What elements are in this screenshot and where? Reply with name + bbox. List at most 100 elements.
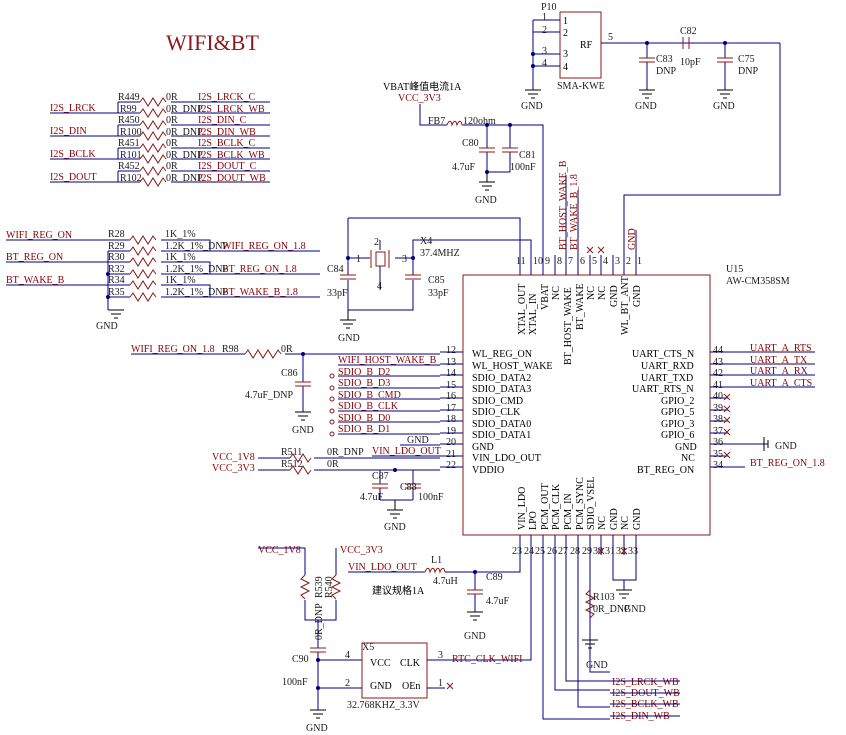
svg-text:100nF: 100nF	[510, 162, 536, 173]
u15-left-connections: WIFI_REG_ON_1.8 R98 0R C86 4.7uF_DNP GND…	[131, 344, 444, 533]
vbat-filter: VBAT峰值电流1A VCC_3V3 FB7 120ohm C80 4.7uF …	[383, 80, 544, 255]
svg-text:C75: C75	[738, 54, 755, 65]
svg-text:40: 40	[713, 391, 723, 402]
svg-text:RTC_CLK_WIFI: RTC_CLK_WIFI	[452, 654, 523, 665]
svg-text:WIFI_HOST_WAKE_B: WIFI_HOST_WAKE_B	[338, 355, 437, 366]
svg-text:NC: NC	[681, 453, 695, 464]
svg-text:13: 13	[446, 357, 456, 368]
svg-text:GND: GND	[609, 285, 620, 307]
svg-text:XTAL_OUT: XTAL_OUT	[517, 284, 528, 335]
svg-text:C85: C85	[428, 275, 445, 286]
svg-text:4: 4	[542, 58, 547, 69]
svg-text:38: 38	[713, 414, 723, 425]
svg-text:0R_DNP: 0R_DNP	[314, 603, 325, 640]
svg-text:VCC_3V3: VCC_3V3	[212, 463, 255, 474]
svg-text:GND: GND	[713, 101, 735, 112]
svg-text:GND: GND	[96, 321, 118, 332]
svg-text:VCC: VCC	[370, 658, 391, 669]
svg-text:I2S_BCLK: I2S_BCLK	[50, 149, 96, 160]
svg-text:100nF: 100nF	[418, 492, 444, 503]
svg-text:VCC_1V8: VCC_1V8	[258, 545, 301, 556]
svg-text:GND: GND	[635, 101, 657, 112]
svg-text:4.7uF_DNP: 4.7uF_DNP	[245, 390, 294, 401]
svg-text:1K_1%: 1K_1%	[165, 275, 196, 286]
svg-text:C89: C89	[486, 572, 503, 583]
svg-text:GND: GND	[609, 508, 620, 530]
svg-text:1: 1	[542, 12, 547, 23]
u15-top-pins: 11 10 9 8 7 6 5 4 3 2 1 XTAL_OUT XTAL_IN…	[516, 160, 643, 365]
svg-text:BT_WAKE_B_1.8: BT_WAKE_B_1.8	[569, 174, 580, 250]
svg-text:GND: GND	[521, 101, 543, 112]
svg-text:DNP: DNP	[738, 66, 758, 77]
svg-text:GND: GND	[464, 631, 486, 642]
svg-text:3: 3	[563, 49, 568, 60]
svg-text:R540: R540	[324, 576, 335, 598]
svg-text:GND: GND	[475, 195, 497, 206]
svg-text:GND: GND	[306, 723, 328, 734]
svg-text:4: 4	[603, 256, 608, 267]
svg-text:R29: R29	[108, 241, 125, 252]
svg-text:2: 2	[563, 28, 568, 39]
svg-text:RF: RF	[580, 40, 593, 51]
svg-text:4.7uH: 4.7uH	[433, 576, 458, 587]
svg-text:2: 2	[542, 25, 547, 36]
svg-text:10pF: 10pF	[680, 57, 701, 68]
svg-text:4.7uF: 4.7uF	[360, 492, 384, 503]
svg-text:建议规格1A: 建议规格1A	[372, 584, 425, 597]
svg-text:30: 30	[593, 546, 603, 557]
svg-text:3: 3	[615, 256, 620, 267]
svg-text:16: 16	[446, 391, 456, 402]
pin-label: WL_HOST_WAKE	[472, 361, 553, 372]
svg-text:4: 4	[345, 650, 350, 661]
svg-text:FB7: FB7	[428, 116, 445, 127]
svg-text:35: 35	[713, 449, 723, 460]
x5-rtc: VCC_1V8 VCC_3V3 R539 R540 0R_DNP C90 100…	[258, 545, 523, 734]
svg-text:1: 1	[637, 256, 642, 267]
svg-text:3: 3	[542, 46, 547, 57]
svg-text:R30: R30	[108, 252, 125, 263]
svg-text:VCC_1V8: VCC_1V8	[212, 452, 255, 463]
svg-text:C88: C88	[400, 482, 417, 493]
svg-text:PCM_IN: PCM_IN	[563, 493, 574, 530]
ldo-section: VIN_LDO_OUT L1 4.7uH 建议规格1A C89 4.7uF GN…	[348, 555, 521, 642]
svg-text:44: 44	[713, 345, 723, 356]
svg-text:PCM_CLK: PCM_CLK	[551, 483, 562, 530]
svg-text:42: 42	[713, 368, 723, 379]
u15-part: AW-CM358SM	[726, 276, 790, 287]
svg-text:1K_1%: 1K_1%	[165, 252, 196, 263]
svg-text:NC: NC	[586, 286, 597, 300]
svg-text:17: 17	[446, 403, 456, 414]
svg-text:11: 11	[516, 256, 526, 267]
svg-text:UART_CTS_N: UART_CTS_N	[632, 349, 694, 360]
u15-bottom-pins: 23 24 25 26 27 28 29 30 31 32 33 VIN_LDO…	[450, 477, 680, 722]
svg-text:WL_BT_ANT: WL_BT_ANT	[620, 276, 631, 335]
svg-text:SDIO_B_CLK: SDIO_B_CLK	[338, 401, 399, 412]
svg-text:0R_DNP: 0R_DNP	[166, 127, 203, 138]
svg-text:2: 2	[345, 678, 350, 689]
svg-text:0R: 0R	[327, 459, 339, 470]
svg-text:28: 28	[570, 546, 580, 557]
svg-text:2: 2	[374, 237, 379, 248]
svg-text:0R: 0R	[166, 92, 178, 103]
svg-text:R99: R99	[120, 104, 137, 115]
svg-text:C81: C81	[519, 150, 536, 161]
u15-left-pins: WL_REG_ON WL_HOST_WAKE SDIO_DATA2 SDIO_D…	[440, 345, 553, 476]
svg-text:VBAT: VBAT	[540, 284, 551, 310]
svg-text:R28: R28	[108, 229, 125, 240]
svg-text:43: 43	[713, 357, 723, 368]
svg-text:GPIO_3: GPIO_3	[661, 419, 694, 430]
svg-text:R101: R101	[120, 150, 142, 161]
svg-text:5: 5	[592, 256, 597, 267]
svg-text:1.2K_1%_DNP: 1.2K_1%_DNP	[165, 264, 228, 275]
svg-text:GND: GND	[624, 604, 646, 615]
pin-label: SDIO_DATA1	[472, 430, 531, 441]
svg-text:C83: C83	[656, 54, 673, 65]
pin-label: GND	[472, 442, 494, 453]
u15-right-pins: UART_CTS_N UART_RXD UART_TXD UART_RTS_N …	[632, 343, 825, 476]
svg-text:R539: R539	[314, 576, 325, 598]
svg-text:0R: 0R	[166, 161, 178, 172]
svg-text:18: 18	[446, 414, 456, 425]
pin-label: VDDIO	[472, 465, 504, 476]
